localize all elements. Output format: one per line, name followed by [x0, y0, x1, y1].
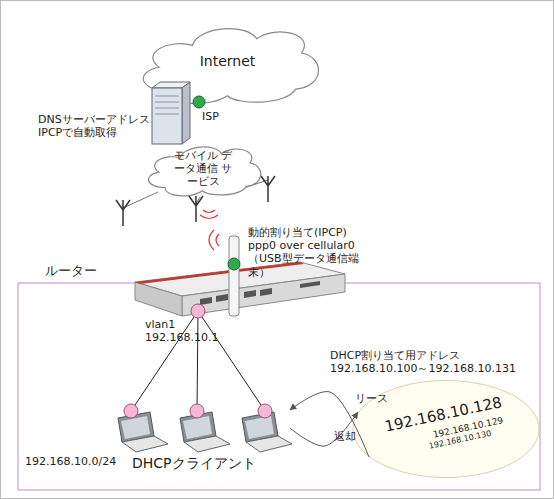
lan-area [18, 283, 540, 490]
router-side [135, 282, 182, 316]
ellipse-shape [353, 380, 539, 477]
client-interface-dot [124, 404, 138, 418]
node-text: モバイル データ通信 サービス [171, 149, 235, 189]
radio-wave [209, 230, 219, 250]
cloud-outline [130, 15, 325, 110]
antenna-symbol [189, 196, 203, 222]
mobile-network-cloud: モバイル データ通信 サービス [140, 138, 265, 200]
node-text: DNSサーバーアドレス IPCPで自動取得 [38, 113, 156, 139]
lan-wires [131, 311, 265, 411]
node-text: 192.168.10.129 [432, 413, 512, 440]
router-front [182, 274, 345, 316]
dhcp-address-pool: DHCP割り当て用アドレス 192.168.10.100～192.168.10.… [352, 380, 540, 478]
vlan-interface-dot [191, 304, 205, 318]
antenna-symbol [261, 176, 275, 202]
node-text: DHCP割り当て用アドレス 192.168.10.100～192.168.10.… [330, 349, 530, 375]
usb-modem-antenna [229, 236, 239, 316]
internet-cloud: Internet [130, 15, 325, 110]
node-text: vlan1 192.168.10.1 [145, 318, 225, 344]
subnet-label: 192.168.10.0/24 [25, 455, 145, 468]
laptop-icon [118, 412, 168, 452]
node-text: 192.168.10.128 [383, 391, 514, 436]
node-text: ISP [202, 110, 232, 123]
node-text: Internet [130, 53, 325, 70]
isp-interface-dot [193, 96, 205, 108]
router-device [135, 262, 345, 316]
antenna-symbol [116, 200, 130, 226]
router-accent [135, 262, 304, 284]
ppp-interface-dot [228, 258, 240, 270]
edge-label: 返却 [334, 430, 356, 443]
lease-arrow [290, 392, 369, 458]
cloud-shape [148, 147, 260, 196]
edge-label: リース [355, 392, 388, 405]
router-ports [200, 281, 320, 305]
laptop-icon [180, 412, 230, 452]
node-text: 動的割り当て(IPCP) ppp0 over cellular0（USB型データ… [248, 226, 376, 279]
router: ルーター動的割り当て(IPCP) ppp0 over cellular0（USB… [135, 255, 350, 320]
node-text: DHCPクライアント [132, 455, 282, 472]
node-text: 192.168.10.130 [428, 425, 508, 451]
server-icon [152, 82, 190, 144]
base-station-antennas [116, 176, 275, 226]
radio-wave [200, 210, 218, 219]
client-interface-dot [258, 404, 272, 418]
ellipse-outline [352, 380, 540, 478]
client-interface-dot [190, 404, 204, 418]
dhcp-clients: DHCPクライアント [100, 398, 290, 468]
lease-arrow [290, 412, 358, 446]
cloud-shape [143, 29, 318, 104]
cloud-outline [140, 138, 265, 200]
node-text: ルーター [45, 263, 125, 279]
isp-server: ISPDNSサーバーアドレス IPCPで自動取得 [148, 80, 208, 148]
